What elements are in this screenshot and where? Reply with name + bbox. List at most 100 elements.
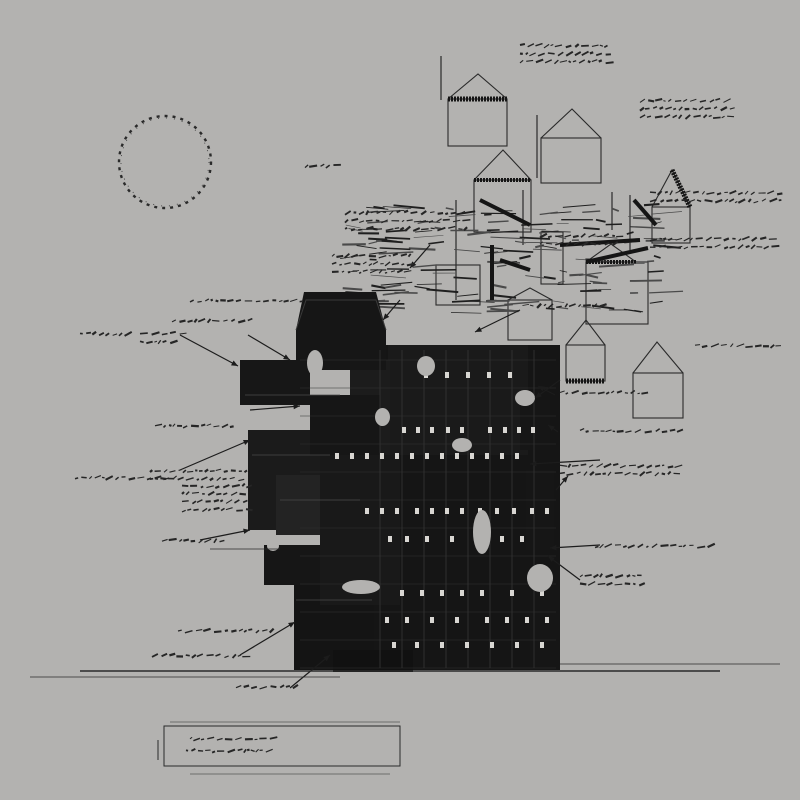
leader-arrow (474, 309, 521, 333)
annotation-scribble (705, 236, 713, 242)
annotation-scribble (169, 470, 176, 473)
window (525, 617, 529, 623)
window (392, 642, 396, 648)
annotation-scribble (591, 44, 599, 47)
annotation-scribble (565, 392, 569, 395)
annotation-scribble (86, 331, 92, 335)
annotation-scribble (226, 298, 234, 303)
annotation-scribble (229, 476, 235, 480)
annotation-scribble (372, 261, 379, 265)
window (450, 536, 454, 542)
hatch-stroke (522, 304, 530, 306)
annotation-scribble (391, 262, 399, 266)
annotation-scribble (246, 484, 253, 489)
window (512, 508, 516, 514)
annotation-scribble (645, 545, 649, 549)
heavy-stroke (559, 238, 641, 247)
annotation-scribble (213, 506, 220, 511)
annotation-scribble (559, 464, 568, 467)
window (402, 427, 406, 433)
annotation-scribble (207, 490, 215, 496)
hatch-stroke (373, 205, 385, 210)
annotation-scribble (588, 233, 596, 238)
annotation-scribble (250, 685, 258, 690)
annotation-scribble (206, 423, 212, 427)
hatch-stroke (415, 230, 433, 233)
hatch-stroke (488, 220, 509, 223)
hatch-stroke (342, 287, 363, 291)
annotation-scribble (351, 218, 359, 222)
annotation-scribble (581, 391, 588, 395)
annotation-scribble (587, 581, 596, 586)
hatch-stroke (412, 264, 437, 268)
annotation-scribble (191, 654, 197, 659)
hatch-stroke (368, 241, 378, 245)
annotation-scribble (181, 509, 186, 513)
annotation-scribble (444, 212, 449, 216)
annotation-scribble (204, 298, 210, 302)
annotation-scribble (539, 232, 548, 239)
annotation-scribble (215, 653, 221, 657)
annotation-scribble (403, 209, 409, 214)
annotation-scribble (667, 465, 674, 469)
annotation-scribble (616, 429, 624, 433)
annotation-scribble (358, 271, 362, 274)
window (446, 427, 450, 433)
annotation-scribble (754, 344, 762, 348)
annotation-scribble (105, 475, 114, 481)
annotation-scribble (396, 269, 403, 274)
annotation-scribble (185, 477, 194, 481)
annotation-scribble (202, 627, 211, 633)
hatch-stroke (581, 306, 601, 310)
void-patch (267, 541, 279, 551)
annotation-scribble (216, 476, 222, 482)
leader-arrow (547, 555, 581, 581)
house-outline (585, 243, 649, 325)
arrow-head (283, 354, 290, 360)
hatch-stroke (653, 244, 681, 249)
annotation-scribble (404, 225, 411, 232)
annotation-scribble (231, 629, 237, 633)
annotation-scribble (543, 43, 550, 49)
annotation-scribble (649, 191, 657, 194)
window (430, 508, 434, 514)
window (540, 642, 544, 648)
hatch-stroke (371, 284, 386, 290)
annotation-scribble (581, 241, 589, 247)
hatch-stroke (496, 264, 507, 268)
annotation-scribble (519, 59, 524, 64)
annotation-scribble (714, 244, 721, 248)
annotation-scribble (639, 114, 646, 119)
annotation-scribble (390, 270, 396, 273)
annotation-scribble (344, 252, 350, 259)
annotation-scribble (639, 106, 645, 112)
annotation-scribble (245, 508, 253, 512)
annotation-scribble (554, 44, 563, 48)
hatch-stroke (634, 309, 644, 313)
annotation-scribble (630, 389, 636, 395)
annotation-scribble (763, 245, 770, 250)
arrow-head (548, 425, 555, 431)
hatch-stroke (371, 289, 406, 292)
annotation-scribble (665, 106, 672, 110)
annotation-scribble (539, 241, 543, 245)
annotation-scribble (661, 472, 666, 476)
annotation-scribble (603, 44, 608, 49)
window (505, 617, 509, 623)
annotation-scribble (550, 43, 554, 47)
annotation-scribble (579, 427, 585, 431)
annotation-scribble (193, 508, 199, 511)
annotation-scribble (654, 464, 661, 468)
hatch-stroke (541, 245, 557, 249)
annotation-scribble (579, 574, 584, 578)
annotation-scribble (595, 473, 601, 476)
annotation-scribble (197, 300, 202, 303)
annotation-scribble (242, 499, 248, 504)
annotation-scribble (624, 582, 631, 586)
hatch-stroke (370, 274, 407, 279)
annotation-scribble (366, 225, 374, 230)
heavy-stroke (632, 198, 658, 227)
annotation-scribble (559, 471, 565, 475)
annotation-scribble (634, 428, 642, 434)
annotation-scribble (74, 477, 79, 480)
